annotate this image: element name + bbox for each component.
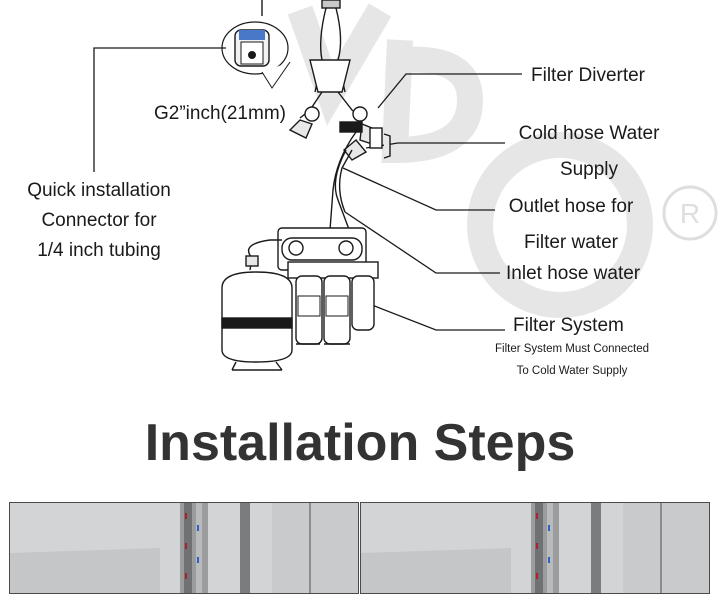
- quick-connector-line-2: Connector for: [41, 210, 157, 231]
- installation-steps-title: Installation Steps: [144, 414, 576, 472]
- quick-connector-label: Quick installation Connector for 1/4 inc…: [14, 176, 184, 266]
- registered-mark-letter: R: [680, 198, 700, 229]
- inlet-hose-label: Inlet hose water: [506, 263, 641, 284]
- filter-system-note-line-2: To Cold Water Supply: [516, 365, 628, 377]
- registered-mark: [662, 185, 718, 241]
- leader-inlet-hose: [344, 211, 500, 274]
- cold-hose-line-2: Supply: [559, 159, 619, 180]
- leader-filter-diverter: [377, 73, 522, 109]
- step-photo-1: [9, 502, 359, 594]
- faucet-assembly: [288, 0, 391, 233]
- filter-diverter-label: Filter Diverter: [531, 65, 646, 86]
- leader-quick-connector: [93, 47, 226, 172]
- filter-system-note: Filter System Must Connected To Cold Wat…: [480, 338, 664, 382]
- outlet-hose-line-1: Outlet hose for: [508, 196, 634, 217]
- quick-connector-line-1: Quick installation: [27, 180, 171, 201]
- leader-outlet-hose: [342, 167, 495, 211]
- filter-system-note-line-1: Filter System Must Connected: [494, 343, 650, 355]
- filter-system-drawing: [277, 227, 379, 345]
- step-photo-2: [360, 502, 710, 594]
- filter-system-label: Filter System: [513, 315, 624, 336]
- cold-hose-label: Cold hose Water Supply: [500, 116, 678, 188]
- leader-filter-system: [371, 304, 505, 331]
- installation-diagram: R: [93, 0, 718, 371]
- watermark-shapes: [287, 3, 653, 318]
- connector-size-label: G2”inch(21mm): [154, 103, 286, 124]
- quick-connector-line-3: 1/4 inch tubing: [37, 240, 161, 261]
- outlet-hose-line-2: Filter water: [524, 232, 618, 253]
- cold-hose-line-1: Cold hose Water: [518, 123, 660, 144]
- leader-lines: [93, 47, 522, 331]
- connector-detail: [221, 0, 291, 89]
- outlet-hose-label: Outlet hose for Filter water: [492, 189, 650, 261]
- storage-tank-drawing: [221, 239, 293, 371]
